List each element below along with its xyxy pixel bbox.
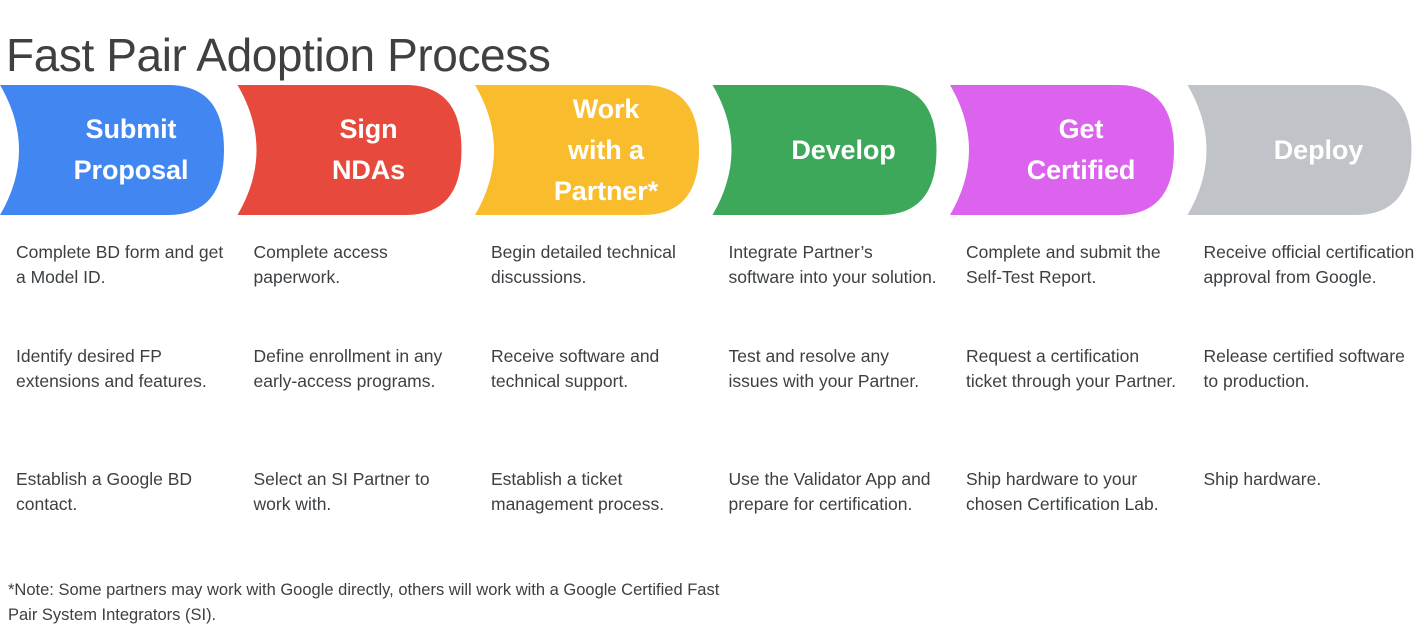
- stage-shape-work-with-a-partner: [475, 85, 699, 215]
- detail-item: Test and resolve any issues with your Pa…: [728, 346, 920, 391]
- detail-item: Request a certification ticket through y…: [966, 346, 1177, 391]
- detail-item: Use the Validator App and prepare for ce…: [728, 469, 931, 514]
- detail-item: Complete access paperwork.: [253, 242, 388, 287]
- stage-shape-submit-proposal: [0, 85, 224, 215]
- detail-item: Receive official certification approval …: [1203, 242, 1415, 287]
- detail-item: Receive software and technical support.: [491, 346, 660, 391]
- detail-item: Begin detailed technical discussions.: [491, 242, 676, 287]
- detail-item: Select an SI Partner to work with.: [253, 469, 430, 514]
- page-title: Fast Pair Adoption Process: [6, 28, 551, 81]
- stage-shape-develop: [712, 85, 937, 215]
- stage-detail-columns: Complete BD form and get a Model ID. Iden…: [0, 240, 1423, 550]
- stage-shape-deploy: [1187, 85, 1412, 215]
- detail-item: Release certified software to production…: [1203, 346, 1405, 391]
- detail-item: Define enrollment in any early-access pr…: [253, 346, 443, 391]
- stage-shape-sign-ndas: [237, 85, 462, 215]
- detail-item: Ship hardware.: [1203, 469, 1322, 489]
- stage-chevron-shapes: [0, 85, 1412, 215]
- detail-item: Ship hardware to your chosen Certificati…: [966, 469, 1159, 514]
- detail-item: Establish a ticket management process.: [491, 469, 665, 514]
- detail-item: Establish a Google BD contact.: [16, 469, 193, 514]
- detail-item: Complete BD form and get a Model ID.: [16, 242, 224, 287]
- footnote-text: *Note: Some partners may work with Googl…: [8, 581, 720, 624]
- detail-item: Identify desired FP extensions and featu…: [16, 346, 207, 391]
- stage-shape-get-certified: [950, 85, 1174, 215]
- detail-item: Complete and submit the Self-Test Report…: [966, 242, 1161, 287]
- detail-item: Integrate Partner’s software into your s…: [728, 242, 937, 287]
